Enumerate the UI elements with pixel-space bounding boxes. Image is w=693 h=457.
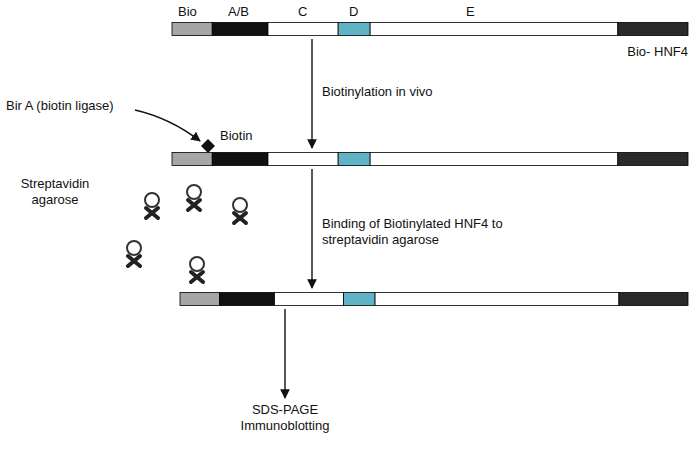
part-label: Biotin — [220, 128, 253, 144]
domain-segment — [370, 23, 618, 36]
construct-bar: Bio- HNF4 — [172, 22, 688, 36]
domain-label: A/B — [228, 4, 249, 20]
domain-segment — [375, 293, 619, 306]
domain-segment — [212, 23, 268, 36]
step-text-box: SDS-PAGE Immunoblotting — [223, 402, 347, 433]
construct-segments — [172, 152, 688, 166]
domain-segment — [619, 293, 688, 306]
construct-segments — [180, 292, 688, 306]
process-arrow — [311, 169, 312, 288]
domain-segment — [268, 23, 338, 36]
step-label: Binding of Biotinylated HNF4 to streptav… — [322, 216, 522, 247]
domain-segment — [338, 153, 370, 166]
domain-segment — [212, 153, 268, 166]
domain-label: D — [349, 4, 358, 20]
domain-segment — [338, 23, 370, 36]
leader-arrow — [135, 110, 200, 141]
domain-segment — [268, 153, 338, 166]
domain-segment — [274, 293, 343, 306]
step-label: Biotinylation in vivo — [322, 84, 433, 100]
streptavidin-bead — [145, 193, 159, 218]
part-label: Streptavidin agarose — [6, 176, 104, 207]
construct-segments — [172, 22, 688, 36]
domain-segment — [618, 153, 688, 166]
domain-label: Bio — [178, 4, 197, 20]
domain-segment — [180, 293, 220, 306]
biotin-diamond — [201, 139, 215, 153]
streptavidin-bead — [190, 257, 204, 282]
construct-bar — [180, 292, 688, 306]
construct-bar — [172, 152, 688, 166]
domain-label: E — [466, 4, 475, 20]
domain-segment — [172, 153, 212, 166]
domain-segment — [618, 23, 688, 36]
domain-segment — [172, 23, 212, 36]
process-arrow — [284, 309, 285, 398]
streptavidin-bead — [127, 241, 141, 266]
construct-name: Bio- HNF4 — [627, 44, 688, 60]
domain-segment — [370, 153, 618, 166]
streptavidin-bead — [233, 198, 247, 223]
part-label: Bir A (biotin ligase) — [6, 98, 114, 114]
streptavidin-bead — [187, 185, 201, 210]
domain-label: C — [298, 4, 307, 20]
step-label: SDS-PAGE Immunoblotting — [223, 402, 347, 433]
process-arrow — [311, 39, 312, 148]
domain-segment — [344, 293, 375, 306]
domain-segment — [220, 293, 275, 306]
